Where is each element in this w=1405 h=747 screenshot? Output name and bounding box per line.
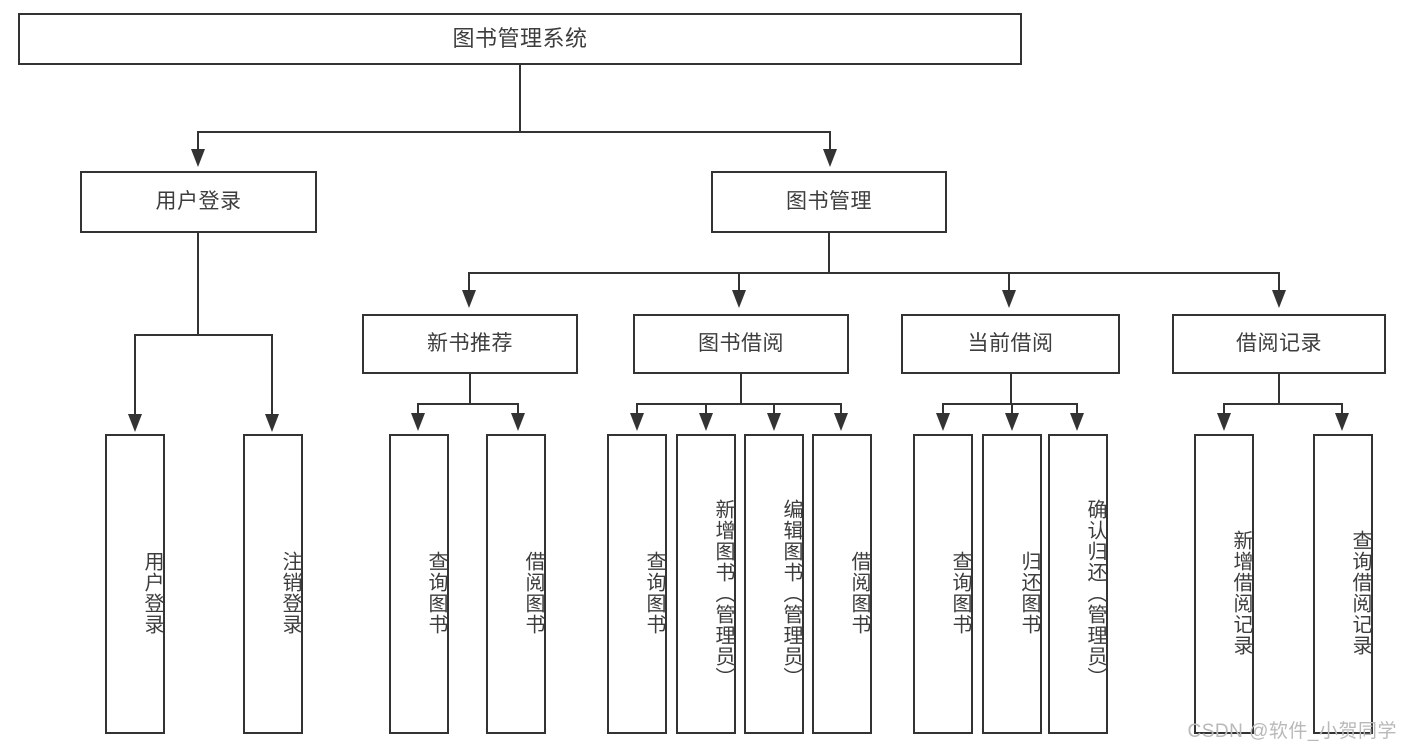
connector-root-stem [519, 65, 521, 132]
node-label: 新书推荐 [427, 332, 513, 356]
connector-borrow-record-drop-1 [1223, 403, 1225, 417]
leaf-edit-book-admin[interactable]: 编辑图书（管理员） [744, 434, 804, 734]
arrow-to-leaf-return-book [1005, 413, 1019, 431]
connector-user-login-stem [197, 233, 199, 336]
arrow-to-leaf-query-book-3 [936, 413, 950, 431]
connector-new-book-drop-1 [417, 403, 419, 417]
connector-new-book-bus [417, 403, 519, 405]
arrow-to-leaf-logout [265, 414, 279, 432]
leaf-query-book-current[interactable]: 查询图书 [913, 434, 973, 734]
node-label: 图书借阅 [698, 332, 784, 356]
leaf-logout[interactable]: 注销登录 [243, 434, 303, 734]
arrow-to-leaf-add-record [1217, 413, 1231, 431]
connector-book-manage-bus [468, 272, 1280, 274]
arrow-to-leaf-borrow-book-2 [834, 413, 848, 431]
connector-current-borrow-drop-2 [1011, 403, 1013, 417]
node-label: 借阅图书 [848, 551, 870, 635]
connector-user-login-drop-1 [134, 334, 136, 418]
connector-book-borrow-bus [636, 403, 842, 405]
arrow-to-leaf-confirm-return [1070, 413, 1084, 431]
connector-book-borrow-drop-3 [773, 403, 775, 417]
connector-user-login-drop-2 [271, 334, 273, 418]
node-label: 查询图书 [643, 551, 665, 635]
connector-new-book-stem [469, 374, 471, 404]
node-label: 图书管理系统 [452, 25, 588, 51]
node-label: 编辑图书（管理员） [780, 498, 802, 688]
connector-level2-drop-3 [1008, 272, 1010, 294]
node-label: 查询图书 [425, 551, 447, 635]
connector-user-login-bus [134, 334, 273, 336]
node-label: 注销登录 [279, 551, 301, 635]
node-label: 借阅记录 [1236, 332, 1322, 356]
node-label: 查询借阅记录 [1349, 530, 1371, 656]
arrow-to-current-borrow [1002, 290, 1016, 308]
node-label: 归还图书 [1018, 551, 1040, 635]
connector-root-drop-right [829, 131, 831, 153]
arrow-to-book-manage [823, 149, 837, 167]
node-new-book-recommend[interactable]: 新书推荐 [362, 314, 578, 374]
node-label: 借阅图书 [522, 551, 544, 635]
arrow-to-leaf-edit-book [767, 413, 781, 431]
connector-current-borrow-bus [942, 403, 1078, 405]
arrow-to-leaf-add-book [699, 413, 713, 431]
connector-new-book-drop-2 [517, 403, 519, 417]
node-label: 新增图书（管理员） [712, 498, 734, 688]
connector-current-borrow-drop-3 [1076, 403, 1078, 417]
node-book-borrow[interactable]: 图书借阅 [633, 314, 849, 374]
leaf-add-borrow-record[interactable]: 新增借阅记录 [1194, 434, 1254, 734]
connector-root-drop-left [197, 131, 199, 153]
leaf-query-borrow-record[interactable]: 查询借阅记录 [1313, 434, 1373, 734]
node-label: 当前借阅 [967, 332, 1054, 356]
connector-borrow-record-drop-2 [1341, 403, 1343, 417]
connector-level2-drop-4 [1278, 272, 1280, 294]
arrow-to-leaf-query-record [1335, 413, 1349, 431]
node-label: 图书管理 [786, 190, 872, 214]
node-book-manage[interactable]: 图书管理 [711, 171, 947, 233]
leaf-query-book-borrow[interactable]: 查询图书 [607, 434, 667, 734]
arrow-to-user-login [191, 149, 205, 167]
arrow-to-new-book-recommend [462, 290, 476, 308]
connector-book-manage-stem [828, 233, 830, 274]
connector-book-borrow-drop-2 [705, 403, 707, 417]
leaf-add-book-admin[interactable]: 新增图书（管理员） [676, 434, 736, 734]
arrow-to-leaf-borrow-book-1 [511, 413, 525, 431]
connector-book-borrow-drop-4 [840, 403, 842, 417]
connector-current-borrow-drop-1 [942, 403, 944, 417]
connector-borrow-record-bus [1223, 403, 1343, 405]
connector-book-borrow-drop-1 [636, 403, 638, 417]
arrow-to-borrow-record [1272, 290, 1286, 308]
node-user-login[interactable]: 用户登录 [80, 171, 317, 233]
leaf-borrow-book-recommend[interactable]: 借阅图书 [486, 434, 546, 734]
node-label: 确认归还（管理员） [1084, 498, 1106, 688]
connector-level2-drop-1 [468, 272, 470, 294]
connector-book-borrow-stem [740, 374, 742, 404]
connector-current-borrow-stem [1010, 374, 1012, 404]
connector-root-bus [197, 131, 831, 133]
arrow-to-leaf-user-login [128, 414, 142, 432]
arrow-to-leaf-query-book-2 [630, 413, 644, 431]
leaf-user-login[interactable]: 用户登录 [105, 434, 165, 734]
node-label: 新增借阅记录 [1230, 530, 1252, 656]
node-borrow-record[interactable]: 借阅记录 [1172, 314, 1386, 374]
node-label: 用户登录 [155, 190, 242, 214]
node-current-borrow[interactable]: 当前借阅 [901, 314, 1120, 374]
leaf-return-book[interactable]: 归还图书 [982, 434, 1042, 734]
node-label: 用户登录 [141, 551, 163, 635]
node-root-system[interactable]: 图书管理系统 [18, 13, 1022, 65]
connector-borrow-record-stem [1278, 374, 1280, 404]
leaf-confirm-return-admin[interactable]: 确认归还（管理员） [1048, 434, 1108, 734]
arrow-to-book-borrow [732, 290, 746, 308]
connector-level2-drop-2 [738, 272, 740, 294]
node-label: 查询图书 [949, 551, 971, 635]
leaf-borrow-book[interactable]: 借阅图书 [812, 434, 872, 734]
leaf-query-book-recommend[interactable]: 查询图书 [389, 434, 449, 734]
arrow-to-leaf-query-book-1 [411, 413, 425, 431]
